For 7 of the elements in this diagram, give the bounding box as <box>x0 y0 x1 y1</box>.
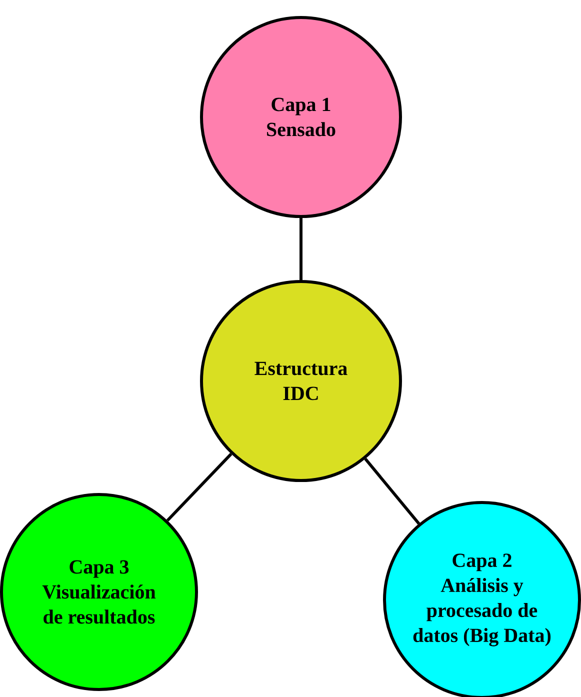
circle-node: Capa 1 Sensado <box>200 16 402 218</box>
connector-line <box>364 458 420 525</box>
circle-node: Capa 2 Análisis y procesado de datos (Big Data) <box>383 501 581 697</box>
connector-line <box>166 452 232 522</box>
circle-node: Capa 3 Visualización de resultados <box>0 493 198 691</box>
circle-node: Estructura IDC <box>200 280 402 482</box>
connector-line <box>300 218 302 280</box>
